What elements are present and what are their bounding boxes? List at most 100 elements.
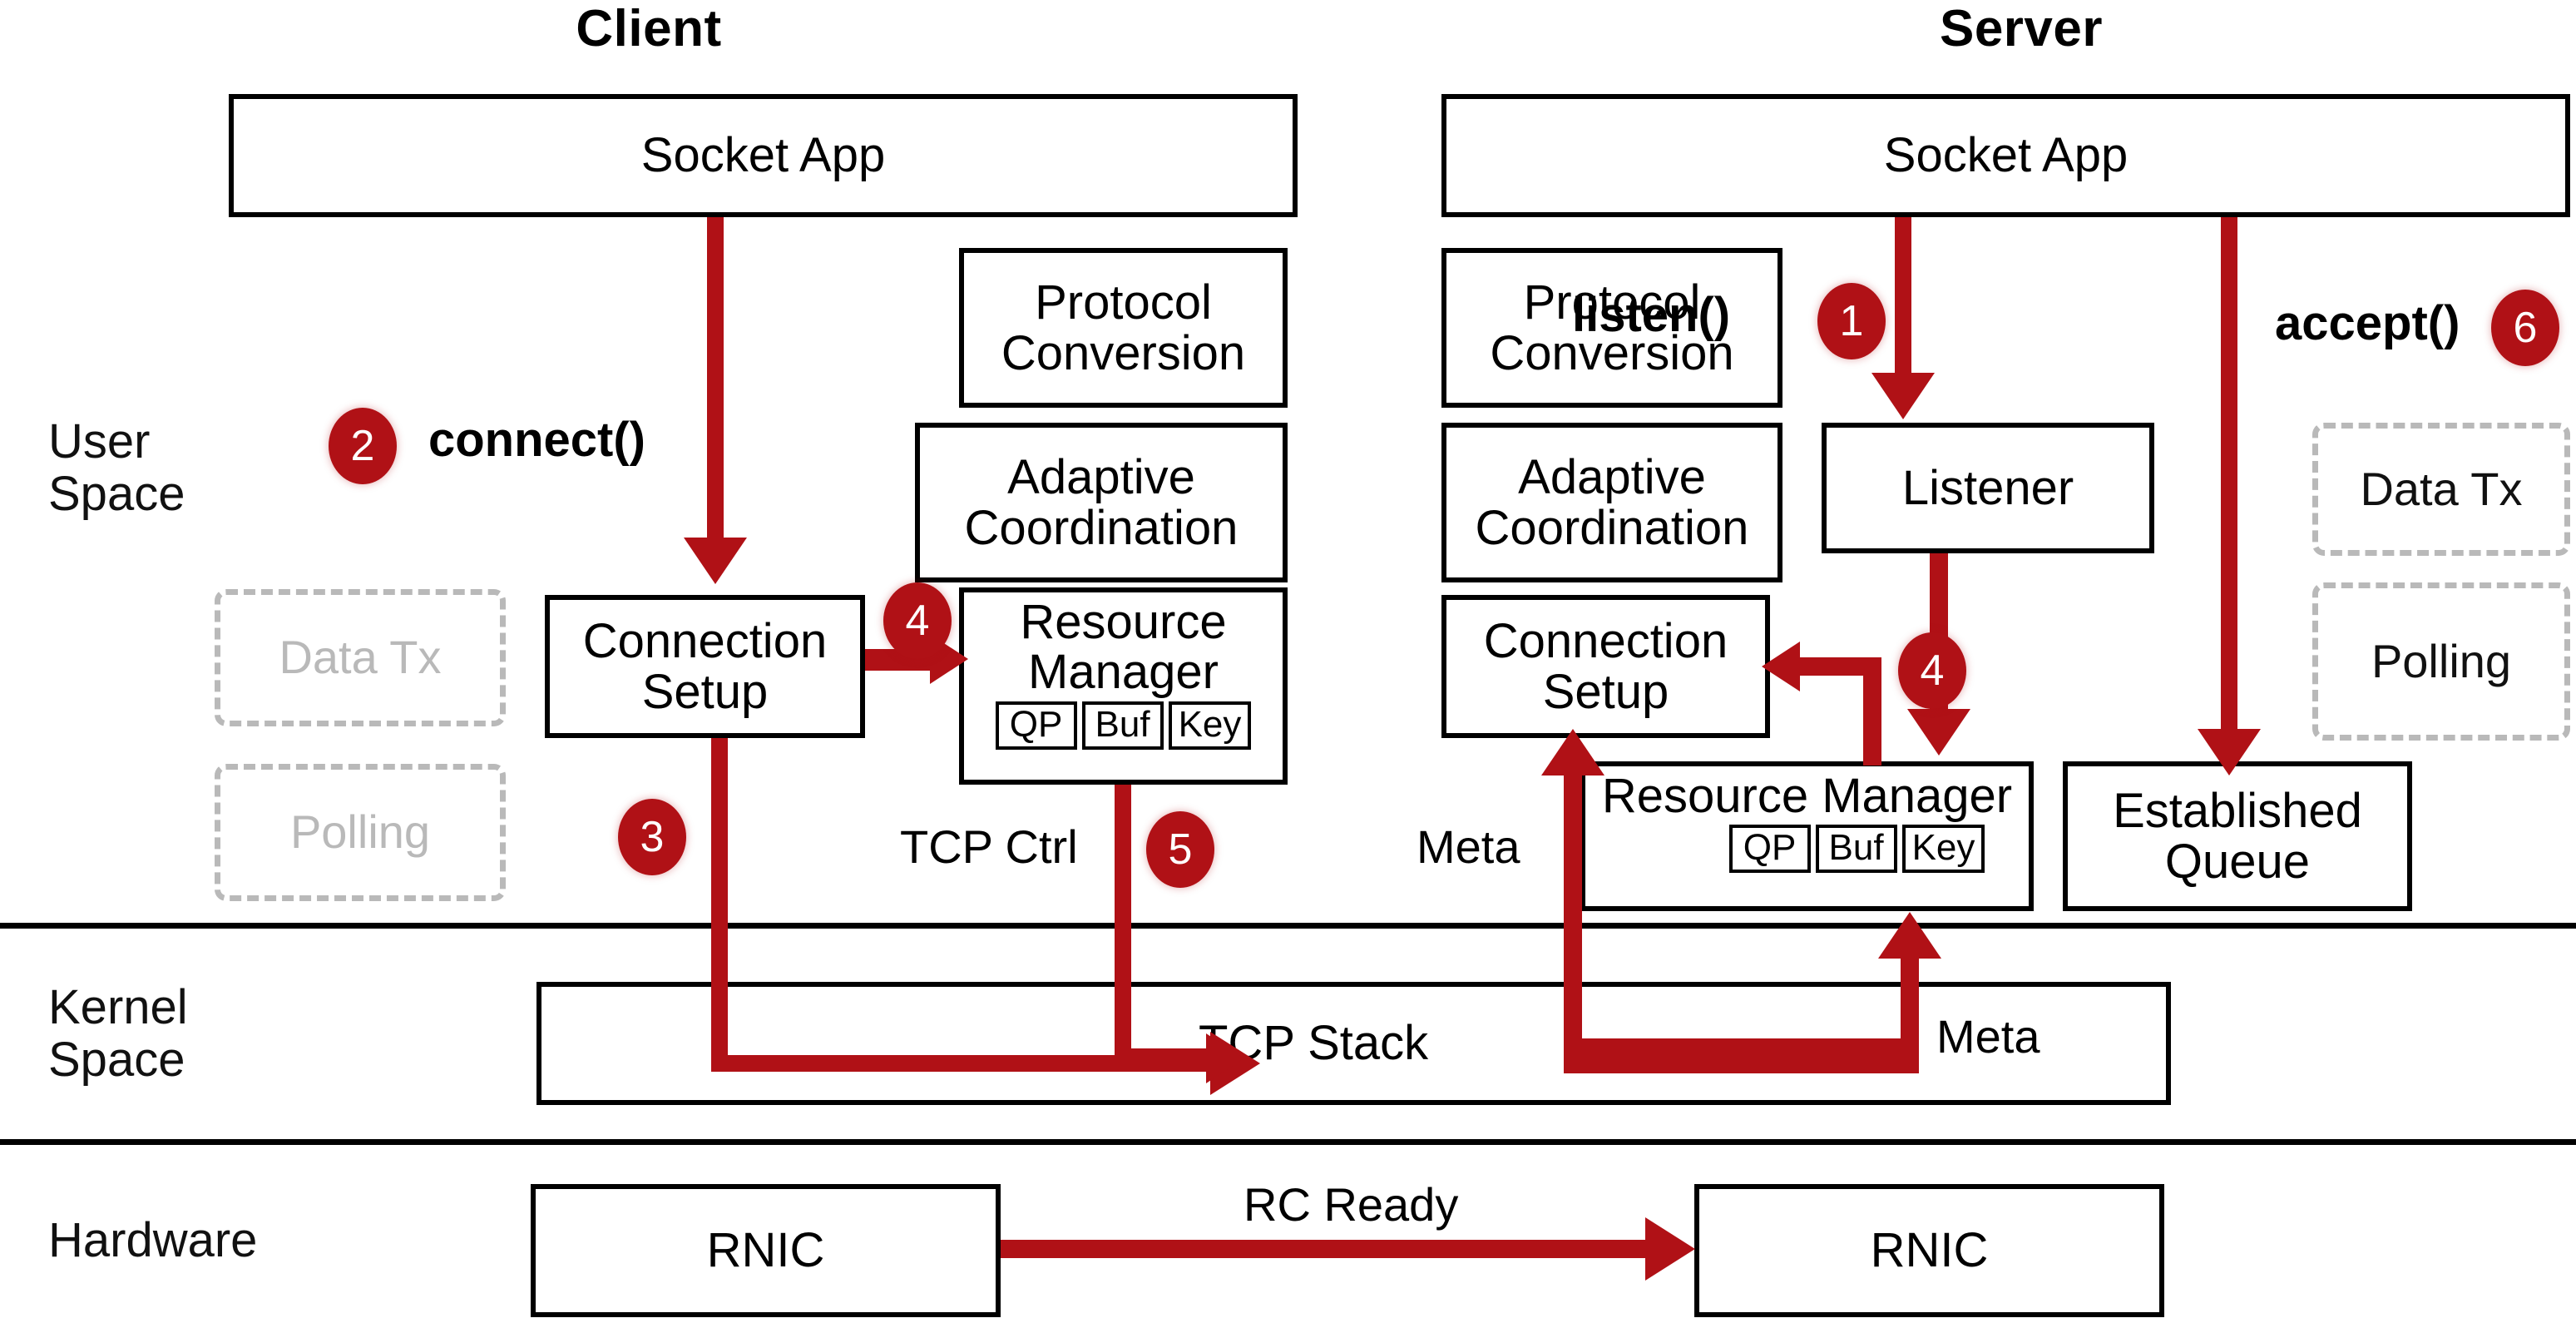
server-protocol-conversion-line1: Protocol	[1523, 275, 1701, 330]
server-listen-arrowhead	[1871, 373, 1935, 419]
server-connection-setup-line1: Connection	[1483, 613, 1728, 668]
server-meta-rm-shaft-horizontal	[1564, 1055, 1909, 1073]
lane-label-kernel-line1: Kernel	[48, 980, 188, 1034]
client-connection-setup-line2: Setup	[641, 665, 769, 719]
server-column-title: Server	[1939, 0, 2104, 57]
server-chip-qp[interactable]: QP	[1728, 825, 1811, 874]
rc-ready-arrowhead	[1645, 1217, 1695, 1281]
server-resource-manager-label: Resource Manager	[1601, 769, 2013, 823]
server-rnic-label: RNIC	[1870, 1223, 1989, 1278]
client-step3-shaft-vertical	[711, 738, 728, 1071]
client-adaptive-coordination-line2: Coordination	[964, 501, 1239, 555]
server-data-tx-label: Data Tx	[2360, 462, 2523, 515]
server-established-queue-line2: Queue	[2164, 835, 2311, 889]
step-badge-2: 2	[329, 408, 397, 484]
server-meta-rm-shaft-vertical	[1901, 957, 1919, 1073]
server-listen-arrow-shaft	[1895, 217, 1911, 375]
client-polling-box[interactable]: Polling	[215, 764, 506, 901]
server-connection-setup-line2: Setup	[1542, 665, 1669, 719]
client-rnic-box[interactable]: RNIC	[531, 1184, 1001, 1317]
server-socket-app-box[interactable]: Socket App	[1441, 94, 2570, 217]
lane-label-hardware-line1: Hardware	[48, 1213, 258, 1267]
connect-call-label: connect()	[428, 413, 645, 467]
client-rnic-label: RNIC	[706, 1223, 825, 1278]
client-connect-arrow-shaft	[707, 217, 724, 542]
server-listener-box[interactable]: Listener	[1822, 423, 2154, 553]
server-established-queue-box[interactable]: Established Queue	[2063, 761, 2412, 911]
server-rnic-box[interactable]: RNIC	[1694, 1184, 2164, 1317]
rc-ready-shaft	[1001, 1240, 1649, 1258]
server-data-tx-box[interactable]: Data Tx	[2312, 423, 2570, 556]
server-accept-arrow-shaft	[2221, 217, 2237, 733]
server-adaptive-coordination-line1: Adaptive	[1518, 449, 1706, 504]
lane-label-user-line2: Space	[48, 466, 185, 521]
client-step5-shaft-horizontal	[1115, 1048, 1214, 1065]
server-meta-rm-arrowhead	[1878, 912, 1941, 959]
client-resource-chips: QP Buf Key	[995, 701, 1252, 750]
client-connection-setup-box[interactable]: Connection Setup	[545, 595, 865, 738]
client-adaptive-coordination-box[interactable]: Adaptive Coordination	[915, 423, 1288, 582]
client-step5-shaft-vertical	[1115, 785, 1131, 1065]
client-data-tx-label: Data Tx	[279, 631, 442, 684]
step-badge-4-client: 4	[883, 582, 952, 659]
server-step4-shaft-horizontal	[1797, 657, 1881, 676]
step-badge-6: 6	[2491, 290, 2559, 366]
client-chip-key[interactable]: Key	[1168, 701, 1252, 750]
server-protocol-conversion-line2: Conversion	[1490, 326, 1734, 380]
step-badge-3: 3	[618, 799, 686, 875]
rc-ready-label: RC Ready	[1244, 1178, 1459, 1231]
client-column-title: Client	[576, 0, 722, 57]
server-resource-chips: QP Buf Key	[1728, 825, 1985, 874]
server-chip-buf[interactable]: Buf	[1815, 825, 1897, 874]
client-polling-label: Polling	[289, 805, 431, 859]
client-data-tx-box[interactable]: Data Tx	[215, 589, 506, 726]
lane-label-kernel: Kernel Space	[48, 980, 314, 1087]
server-accept-arrowhead	[2198, 729, 2261, 775]
client-connect-arrowhead	[684, 538, 747, 584]
kernel-tcp-stack-box[interactable]: TCP Stack	[536, 982, 2171, 1105]
server-meta-kernel-arrowhead	[1541, 729, 1604, 775]
lane-label-kernel-line2: Space	[48, 1032, 185, 1087]
server-chip-key[interactable]: Key	[1901, 825, 1985, 874]
tcp-ctrl-label: TCP Ctrl	[900, 820, 1078, 873]
rule-user-kernel	[0, 923, 2576, 929]
server-connection-setup-box[interactable]: Connection Setup	[1441, 595, 1770, 738]
rule-kernel-hardware	[0, 1139, 2576, 1145]
accept-call-label: accept()	[2275, 296, 2460, 350]
client-chip-buf[interactable]: Buf	[1081, 701, 1164, 750]
server-polling-box[interactable]: Polling	[2312, 582, 2570, 741]
client-protocol-conversion-box[interactable]: Protocol Conversion	[959, 248, 1288, 408]
server-meta-kernel-shaft-horizontal	[1564, 1038, 1913, 1057]
client-resource-manager-line2: Manager	[1028, 645, 1219, 700]
client-step3-shaft-horizontal	[711, 1055, 1214, 1072]
server-adaptive-coordination-line2: Coordination	[1475, 501, 1749, 555]
server-step4-shaft-vertical	[1863, 657, 1881, 766]
client-adaptive-coordination-line1: Adaptive	[1007, 449, 1195, 504]
lane-label-hardware: Hardware	[48, 1213, 381, 1267]
server-resource-manager-box[interactable]: Resource Manager QP Buf Key	[1580, 761, 2034, 911]
client-step5-arrowhead	[1206, 1033, 1244, 1083]
server-listener-label: Listener	[1901, 460, 2074, 515]
step-badge-5: 5	[1146, 811, 1214, 888]
server-meta-kernel-label: Meta	[1936, 1010, 2040, 1063]
server-socket-app-label: Socket App	[1883, 128, 2129, 183]
server-meta-kernel-shaft-vertical	[1564, 774, 1582, 1048]
server-polling-label: Polling	[2371, 634, 2512, 687]
server-step4-arrowhead	[1762, 642, 1800, 691]
server-established-queue-line1: Established	[2113, 783, 2362, 838]
client-socket-app-label: Socket App	[640, 128, 886, 183]
server-adaptive-coordination-box[interactable]: Adaptive Coordination	[1441, 423, 1782, 582]
client-socket-app-box[interactable]: Socket App	[229, 94, 1298, 217]
server-protocol-conversion-box[interactable]: Protocol Conversion	[1441, 248, 1782, 408]
client-protocol-conversion-line2: Conversion	[1001, 326, 1246, 380]
client-resource-manager-line1: Resource	[1020, 595, 1227, 649]
server-meta-user-label: Meta	[1417, 820, 1520, 873]
client-connection-setup-line1: Connection	[582, 613, 828, 668]
client-resource-manager-box[interactable]: Resource Manager QP Buf Key	[959, 587, 1288, 785]
lane-label-user: User Space	[48, 414, 314, 521]
lane-label-user-line1: User	[48, 414, 151, 468]
client-chip-qp[interactable]: QP	[995, 701, 1077, 750]
server-listener-to-rm-arrowhead	[1907, 709, 1970, 756]
listen-call-label: listen()	[1572, 288, 1731, 342]
